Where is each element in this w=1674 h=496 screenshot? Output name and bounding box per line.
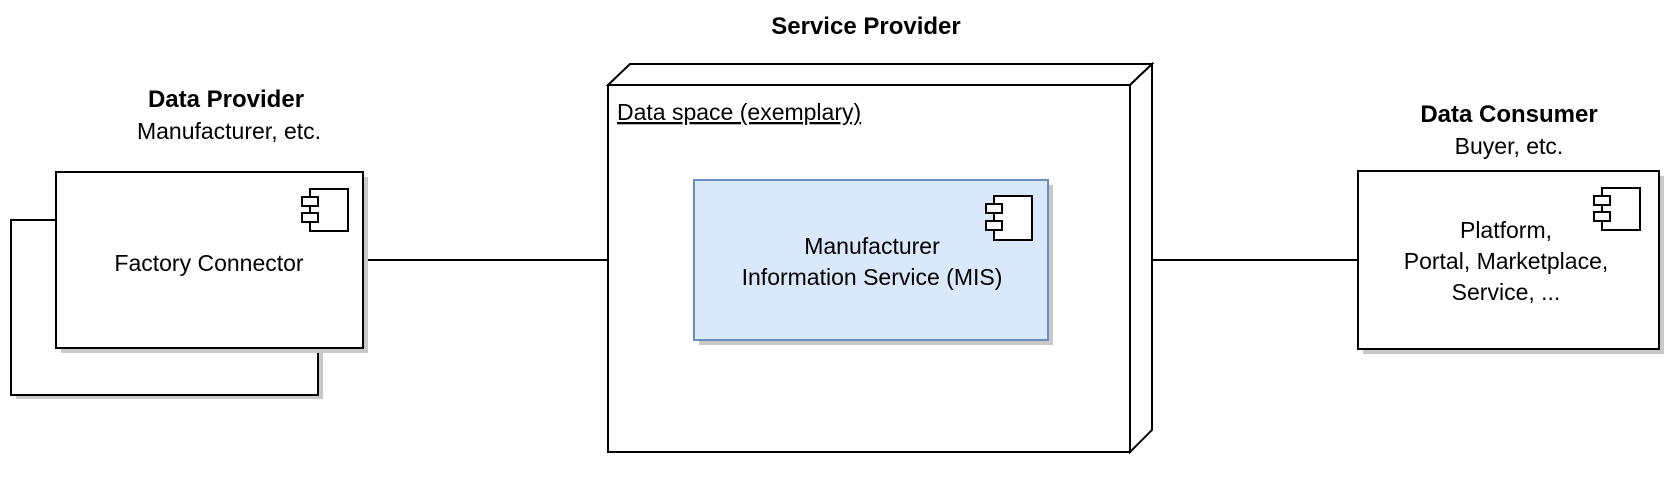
factory-connector-component[interactable]: Factory Connector <box>10 171 368 399</box>
data-space-node-top <box>605 63 1155 86</box>
mis-component[interactable]: Manufacturer Information Service (MIS) <box>693 179 1053 345</box>
service-provider-title: Service Provider <box>771 13 960 40</box>
data-provider-subtitle: Manufacturer, etc. <box>137 118 321 144</box>
mis-label-line-2: Information Service (MIS) <box>742 264 1003 290</box>
platform-label-line-1: Platform, <box>1460 217 1552 243</box>
platform-component[interactable]: Platform, Portal, Marketplace, Service, … <box>1357 170 1664 354</box>
platform-label-line-2: Portal, Marketplace, <box>1404 248 1609 274</box>
component-icon <box>301 188 349 232</box>
data-consumer-title: Data Consumer <box>1420 101 1597 128</box>
factory-connector-label: Factory Connector <box>114 250 304 276</box>
data-space-node-side <box>1129 61 1153 455</box>
data-space-label: Data space (exemplary) <box>617 99 861 125</box>
data-consumer-subtitle: Buyer, etc. <box>1455 133 1564 159</box>
platform-label-line-3: Service, ... <box>1452 279 1561 305</box>
data-provider-title: Data Provider <box>148 86 304 113</box>
component-icon <box>985 195 1033 241</box>
mis-label-line-1: Manufacturer <box>804 233 940 259</box>
component-icon <box>1593 187 1641 231</box>
